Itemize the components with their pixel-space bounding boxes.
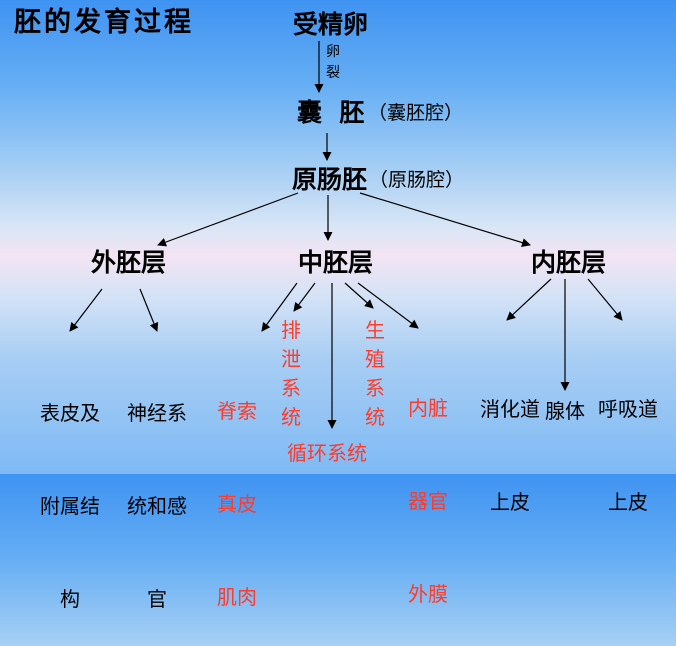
visceral-membrane-node: 内脏 器官 外膜 bbox=[408, 396, 448, 606]
arrow-meso-to-excretory bbox=[293, 282, 316, 312]
reproductive-system-node: 生 殖 系 统 bbox=[365, 318, 385, 429]
cleavage-label-2: 裂 bbox=[326, 65, 340, 81]
arrow-meso-to-reproductive bbox=[344, 282, 374, 309]
blastocyst-cavity-label: （囊胚腔） bbox=[368, 102, 464, 124]
circulatory-system-node: 循环系统 bbox=[287, 441, 367, 465]
gastrula-node: 原肠胚 bbox=[292, 165, 368, 194]
digestive-epithelium-node: 消化道 上皮 bbox=[480, 397, 540, 514]
respiratory-epithelium-node: 呼吸道 上皮 bbox=[598, 397, 658, 514]
nervous-system-text: 神经系 统和感 官 bbox=[127, 401, 187, 611]
epidermis-node: 表皮及 附属结 构 bbox=[40, 401, 100, 611]
notochord-dermis-muscle-node: 脊索 真皮 肌肉 bbox=[217, 399, 257, 609]
excretory-system-node: 排 泄 系 统 bbox=[281, 318, 301, 429]
endoderm-node: 内胚层 bbox=[531, 248, 607, 277]
gastrula-cavity-label: （原肠腔） bbox=[369, 169, 465, 191]
mesoderm-node: 中胚层 bbox=[298, 248, 374, 277]
fertilized-egg-node: 受精卵 bbox=[293, 10, 369, 39]
arrow-ecto-to-skin bbox=[69, 288, 103, 332]
arrow-meso-to-spine bbox=[261, 282, 298, 332]
cleavage-label-1: 卵 bbox=[326, 44, 340, 60]
arrow-endo-to-respiratory bbox=[587, 278, 623, 321]
arrow-meso-to-visceral bbox=[357, 282, 419, 329]
arrow-gastrula-to-endoderm bbox=[359, 192, 531, 247]
page-title: 胚的发育过程 bbox=[14, 7, 194, 38]
arrow-gastrula-to-ectoderm bbox=[157, 192, 299, 247]
flow-arrows bbox=[69, 41, 623, 429]
arrow-endo-to-digestive bbox=[506, 278, 552, 321]
ectoderm-node: 外胚层 bbox=[91, 248, 167, 277]
arrow-ecto-to-nervous bbox=[139, 288, 159, 332]
blastocyst-node: 囊 胚 bbox=[297, 98, 365, 127]
glands-node: 腺体 bbox=[545, 399, 585, 423]
